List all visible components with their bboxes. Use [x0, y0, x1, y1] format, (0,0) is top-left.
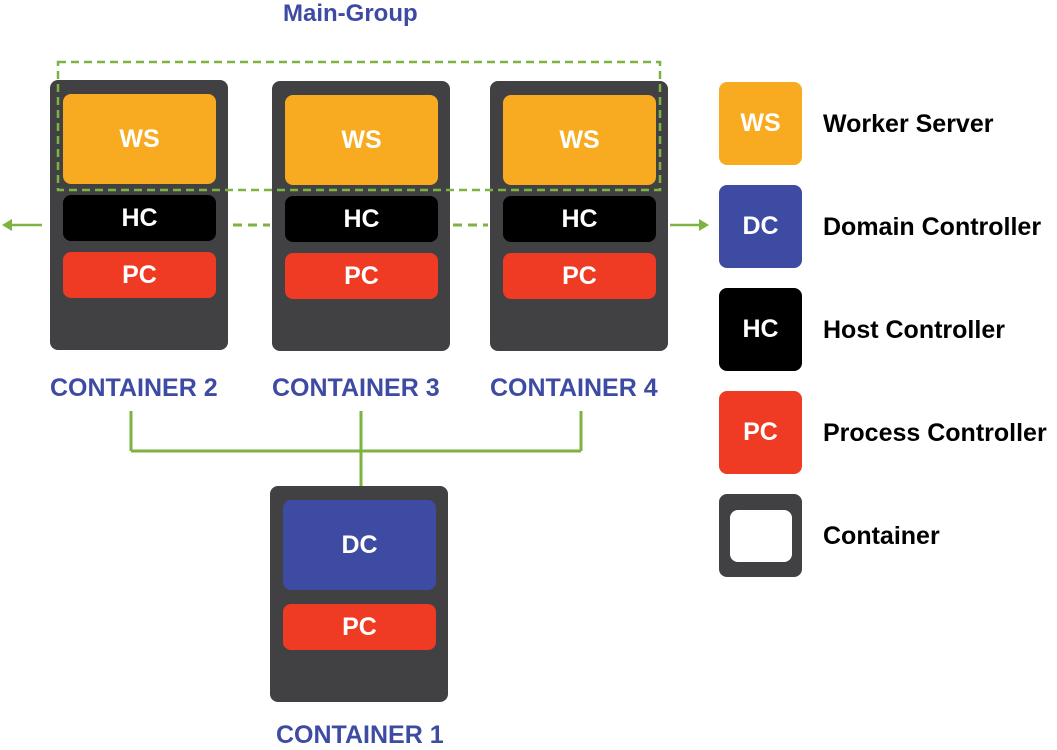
legend-label: Container	[823, 522, 940, 550]
host-controller-box: HC	[285, 196, 438, 242]
host-controller-box: HC	[503, 196, 656, 242]
process-controller-box: PC	[503, 253, 656, 299]
process-controller-box: PC	[283, 604, 436, 650]
container-label: CONTAINER 3	[272, 374, 440, 402]
legend-label: Host Controller	[823, 316, 1005, 344]
container-label: CONTAINER 1	[276, 721, 444, 749]
legend-swatch-hc: HC	[719, 288, 802, 371]
container-1: DC PC	[270, 486, 448, 702]
legend-swatch-dc: DC	[719, 185, 802, 268]
legend-label: Domain Controller	[823, 213, 1042, 241]
main-group-title: Main-Group	[283, 0, 418, 27]
container-3: WS HC PC	[272, 81, 450, 351]
legend-label: Process Controller	[823, 419, 1047, 447]
legend-swatch-ws: WS	[719, 82, 802, 165]
left-arrow-icon	[2, 219, 42, 231]
process-controller-box: PC	[285, 253, 438, 299]
worker-server-box: WS	[63, 94, 216, 184]
host-controller-box: HC	[63, 195, 216, 241]
legend-label: Worker Server	[823, 110, 994, 138]
process-controller-box: PC	[63, 252, 216, 298]
container-4: WS HC PC	[490, 81, 668, 351]
domain-controller-box: DC	[283, 500, 436, 590]
container-swatch-inner	[729, 509, 792, 562]
legend-swatch-pc: PC	[719, 391, 802, 474]
legend-swatch-container	[719, 494, 802, 577]
container-label: CONTAINER 2	[50, 374, 218, 402]
right-arrow-icon	[670, 219, 709, 231]
worker-server-box: WS	[503, 95, 656, 185]
hierarchy-connector	[129, 411, 583, 487]
container-label: CONTAINER 4	[490, 374, 658, 402]
worker-server-box: WS	[285, 95, 438, 185]
container-2: WS HC PC	[50, 80, 228, 350]
